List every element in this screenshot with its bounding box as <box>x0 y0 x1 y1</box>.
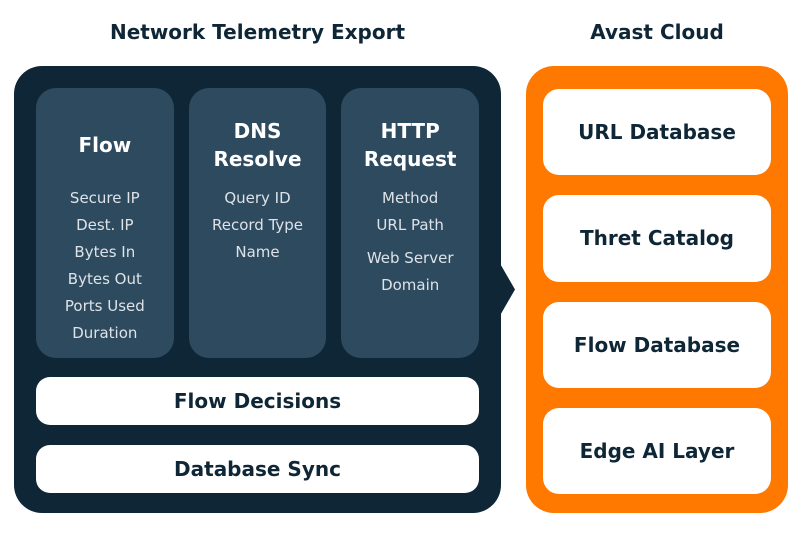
edge-ai-layer-box: Edge AI Layer <box>543 407 771 494</box>
column-item: Ports Used <box>64 297 145 315</box>
column-dns-resolve: DNS Resolve Query ID Record Type Name <box>188 88 327 358</box>
column-item: URL Path <box>376 216 444 234</box>
column-item: Query ID <box>224 189 291 207</box>
column-items: Query ID Record Type Name <box>199 185 317 266</box>
right-panel-title: Avast Cloud <box>590 20 724 44</box>
column-item: Duration <box>72 324 138 342</box>
column-item: Secure IP <box>69 189 140 207</box>
telemetry-columns: Flow Secure IP Dest. IP Bytes In Bytes O… <box>36 88 480 358</box>
column-item: Dest. IP <box>76 216 134 234</box>
thret-catalog-box: Thret Catalog <box>543 195 771 282</box>
column-http-request: HTTP Request Method URL Path Web Server … <box>341 88 480 358</box>
column-items: Method URL Path Web Server Domain <box>351 185 469 299</box>
column-heading: Flow <box>78 133 132 157</box>
arrow-right-icon <box>500 263 515 316</box>
network-telemetry-panel: Flow Secure IP Dest. IP Bytes In Bytes O… <box>14 66 515 513</box>
column-item: Bytes Out <box>67 270 142 288</box>
database-sync-bar: Database Sync <box>36 445 479 493</box>
column-item: Bytes In <box>74 243 136 261</box>
left-panel-title: Network Telemetry Export <box>109 20 406 44</box>
flow-decisions-bar: Flow Decisions <box>36 377 479 425</box>
column-item: Method <box>382 189 439 207</box>
column-item: Record Type <box>211 216 304 234</box>
url-database-box: URL Database <box>543 89 771 176</box>
avast-cloud-panel: URL Database Thret Catalog Flow Database… <box>526 66 788 513</box>
column-heading: HTTP Request <box>363 119 457 171</box>
column-items: Secure IP Dest. IP Bytes In Bytes Out Po… <box>46 185 164 347</box>
column-item: Name <box>235 243 280 261</box>
column-flow: Flow Secure IP Dest. IP Bytes In Bytes O… <box>36 88 174 358</box>
flow-database-box: Flow Database <box>543 301 771 388</box>
column-heading: DNS Resolve <box>213 119 302 171</box>
column-item: Web Server Domain <box>366 249 454 294</box>
